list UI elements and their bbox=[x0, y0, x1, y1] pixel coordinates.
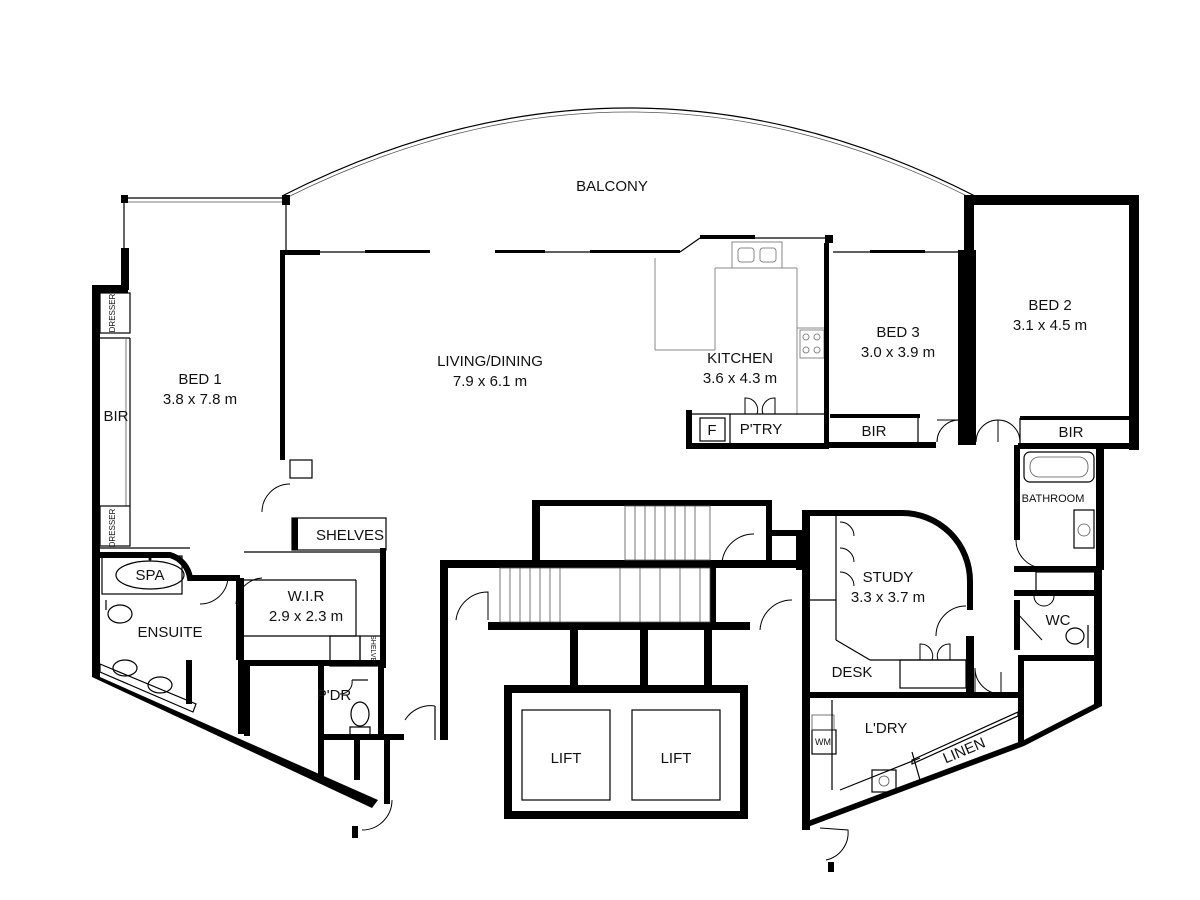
stair-core bbox=[440, 500, 802, 740]
room-label-balcony: BALCONY bbox=[576, 178, 648, 195]
room-size-bed3: 3.0 x 3.9 m bbox=[861, 344, 935, 361]
room-label-study: STUDY bbox=[863, 569, 914, 586]
room-size-living: 7.9 x 6.1 m bbox=[453, 373, 527, 390]
room-label-bed3: BED 3 bbox=[876, 324, 919, 341]
room-label-powder: P'DR bbox=[317, 687, 352, 704]
shelves-label: SHELVES bbox=[316, 527, 384, 544]
bed1-walls bbox=[92, 195, 290, 677]
bed3-walls bbox=[826, 250, 966, 448]
room-size-wir: 2.9 x 2.3 m bbox=[269, 608, 343, 625]
lift-shaft bbox=[504, 685, 748, 819]
fridge-label: F bbox=[707, 422, 716, 439]
bir-label-bed1: BIR bbox=[103, 408, 128, 425]
bir-label-bed3: BIR bbox=[861, 423, 886, 440]
room-size-kitchen: 3.6 x 4.3 m bbox=[703, 370, 777, 387]
kitchen-fittings bbox=[654, 241, 829, 449]
bed1-outer-wall bbox=[92, 666, 393, 838]
room-size-study: 3.3 x 3.7 m bbox=[851, 589, 925, 606]
desk-label: DESK bbox=[832, 664, 873, 681]
stair-treads bbox=[499, 505, 711, 623]
lift-label-left: LIFT bbox=[551, 750, 582, 767]
room-label-ensuite: ENSUITE bbox=[137, 624, 202, 641]
study-walls bbox=[802, 510, 974, 830]
bir-label-bed2: BIR bbox=[1058, 424, 1083, 441]
lift-label-right: LIFT bbox=[661, 750, 692, 767]
living-walls bbox=[280, 250, 430, 479]
room-label-bed2: BED 2 bbox=[1028, 297, 1071, 314]
spa-label: SPA bbox=[136, 567, 165, 584]
room-label-kitchen: KITCHEN bbox=[707, 350, 773, 367]
sliding-doors bbox=[495, 235, 960, 253]
dresser-label-top: DRESSER bbox=[108, 293, 117, 332]
room-label-wir: W.I.R bbox=[288, 588, 325, 605]
balcony-balustrade bbox=[281, 107, 976, 199]
ensuite-walls bbox=[99, 552, 244, 734]
room-label-laundry: L'DRY bbox=[865, 720, 908, 737]
bed2-walls bbox=[964, 195, 1139, 450]
room-label-bathroom: BATHROOM bbox=[1022, 493, 1085, 505]
room-label-living: LIVING/DINING bbox=[437, 353, 543, 370]
dresser-label-bottom: DRESSER bbox=[108, 508, 117, 547]
room-size-bed1: 3.8 x 7.8 m bbox=[163, 391, 237, 408]
washing-machine-label: WM bbox=[815, 737, 831, 747]
bathroom-walls bbox=[1014, 445, 1104, 666]
laundry-walls bbox=[805, 655, 1102, 872]
room-label-wc: WC bbox=[1046, 612, 1071, 629]
shelves-small-label: SHELVES bbox=[369, 635, 376, 667]
room-size-bed2: 3.1 x 4.5 m bbox=[1013, 317, 1087, 334]
room-label-bed1: BED 1 bbox=[178, 371, 221, 388]
pantry-label: P'TRY bbox=[740, 421, 783, 438]
